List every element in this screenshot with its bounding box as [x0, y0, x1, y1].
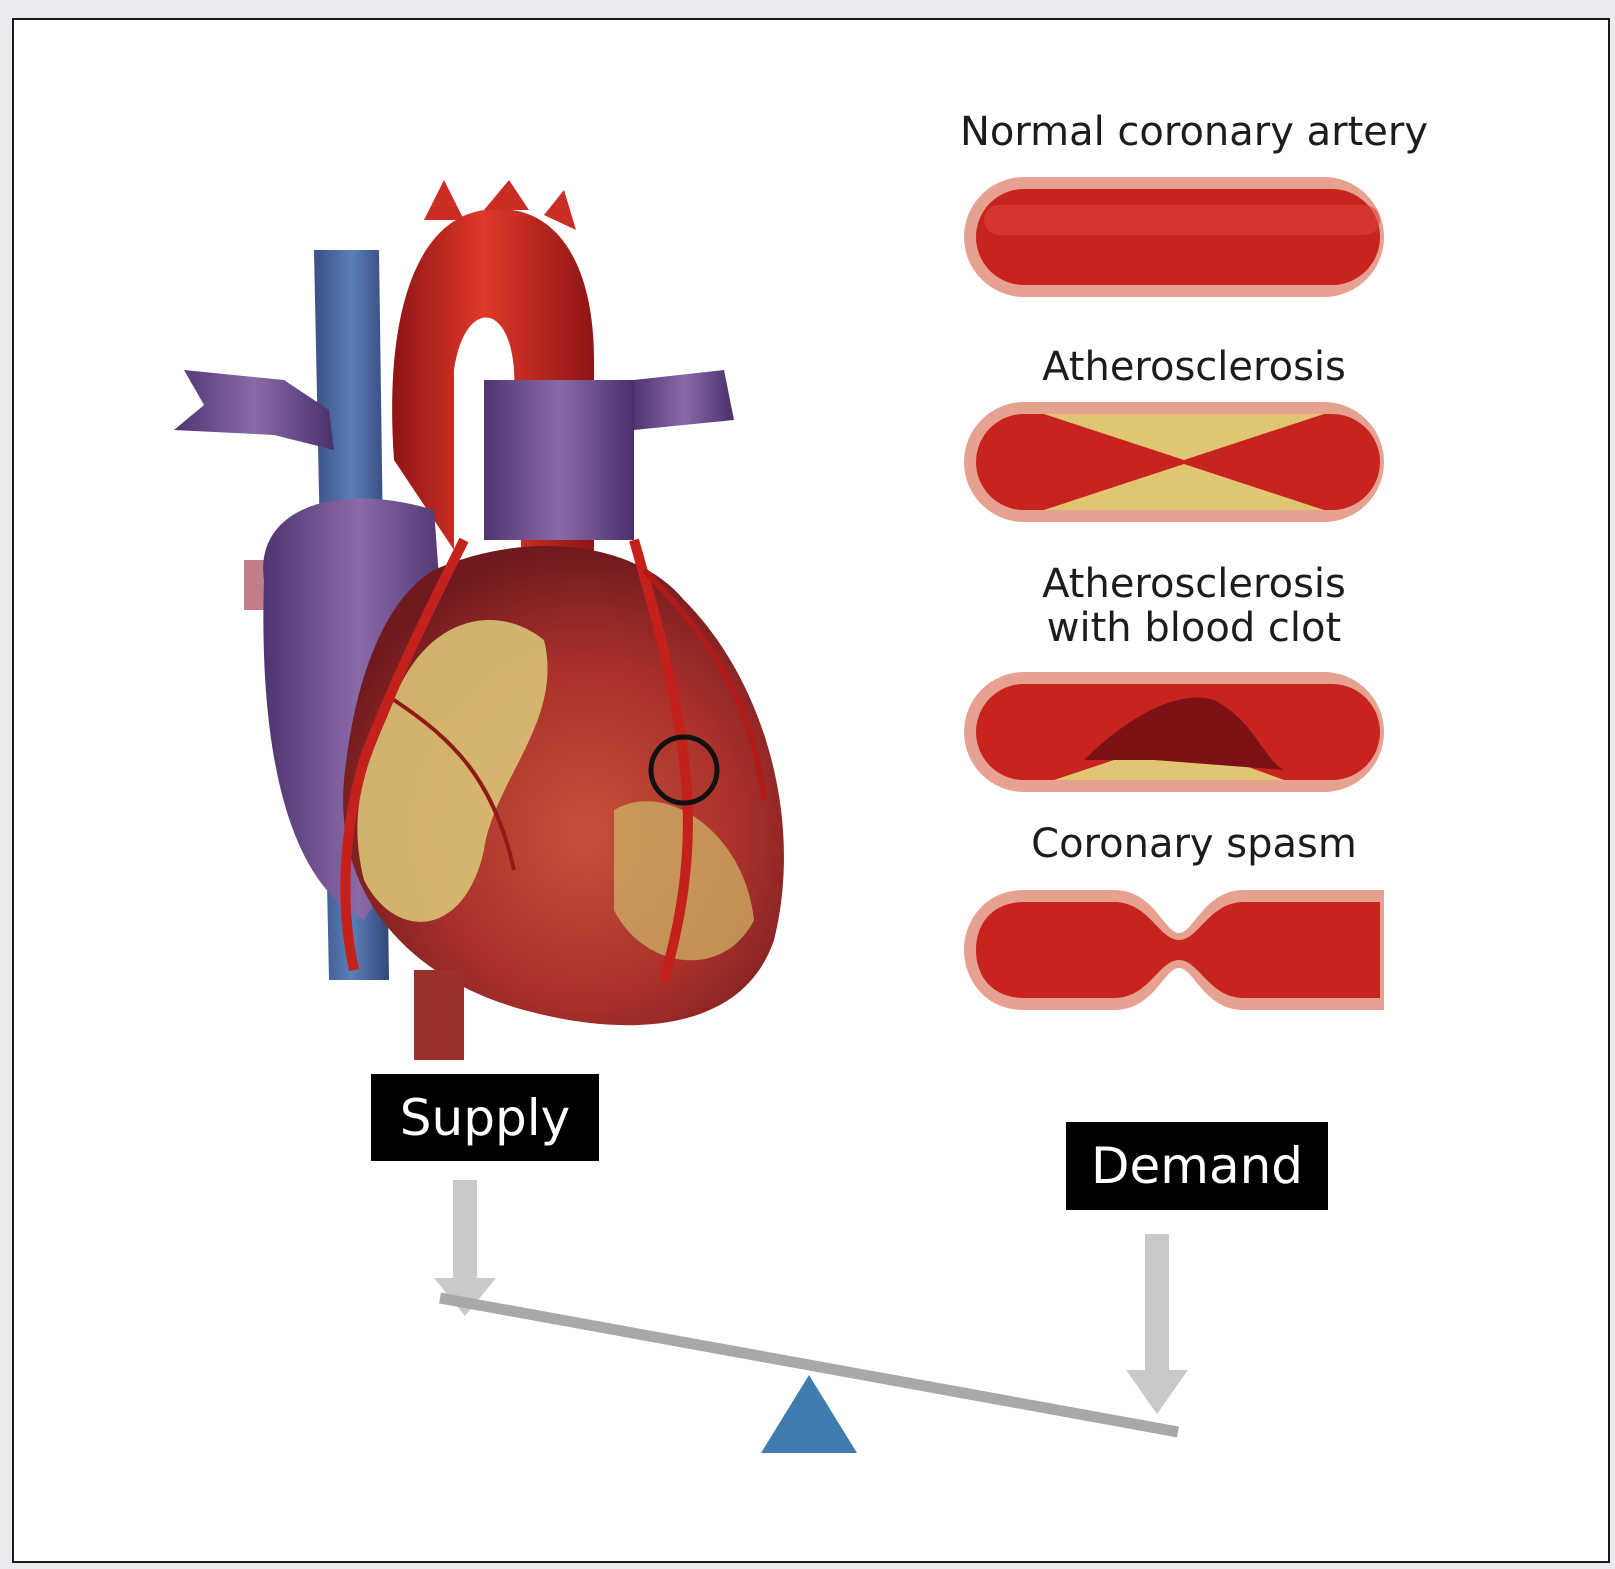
artery-label-spasm: Coronary spasm — [954, 822, 1434, 866]
balance-beam — [440, 1298, 1178, 1432]
heart-icon — [164, 180, 804, 1070]
supply-arrow-icon — [434, 1180, 496, 1316]
demand-arrow-icon — [1126, 1234, 1188, 1414]
artery-label-clot: Atherosclerosis with blood clot — [954, 562, 1434, 650]
artery-normal-icon — [954, 165, 1394, 310]
demand-label: Demand — [1066, 1122, 1328, 1210]
artery-athero-icon — [954, 390, 1394, 535]
artery-label-athero: Atherosclerosis — [954, 345, 1434, 389]
artery-label-normal: Normal coronary artery — [954, 110, 1434, 154]
pivot-triangle-icon — [761, 1375, 857, 1453]
artery-spasm-icon — [954, 878, 1394, 1023]
artery-clot-icon — [954, 660, 1394, 805]
supply-label: Supply — [371, 1074, 599, 1161]
artery-comparison: Normal coronary artery Atherosclerosis A… — [954, 110, 1434, 1050]
heart-illustration — [164, 180, 804, 1070]
figure-panel: Normal coronary artery Atherosclerosis A… — [12, 18, 1610, 1563]
